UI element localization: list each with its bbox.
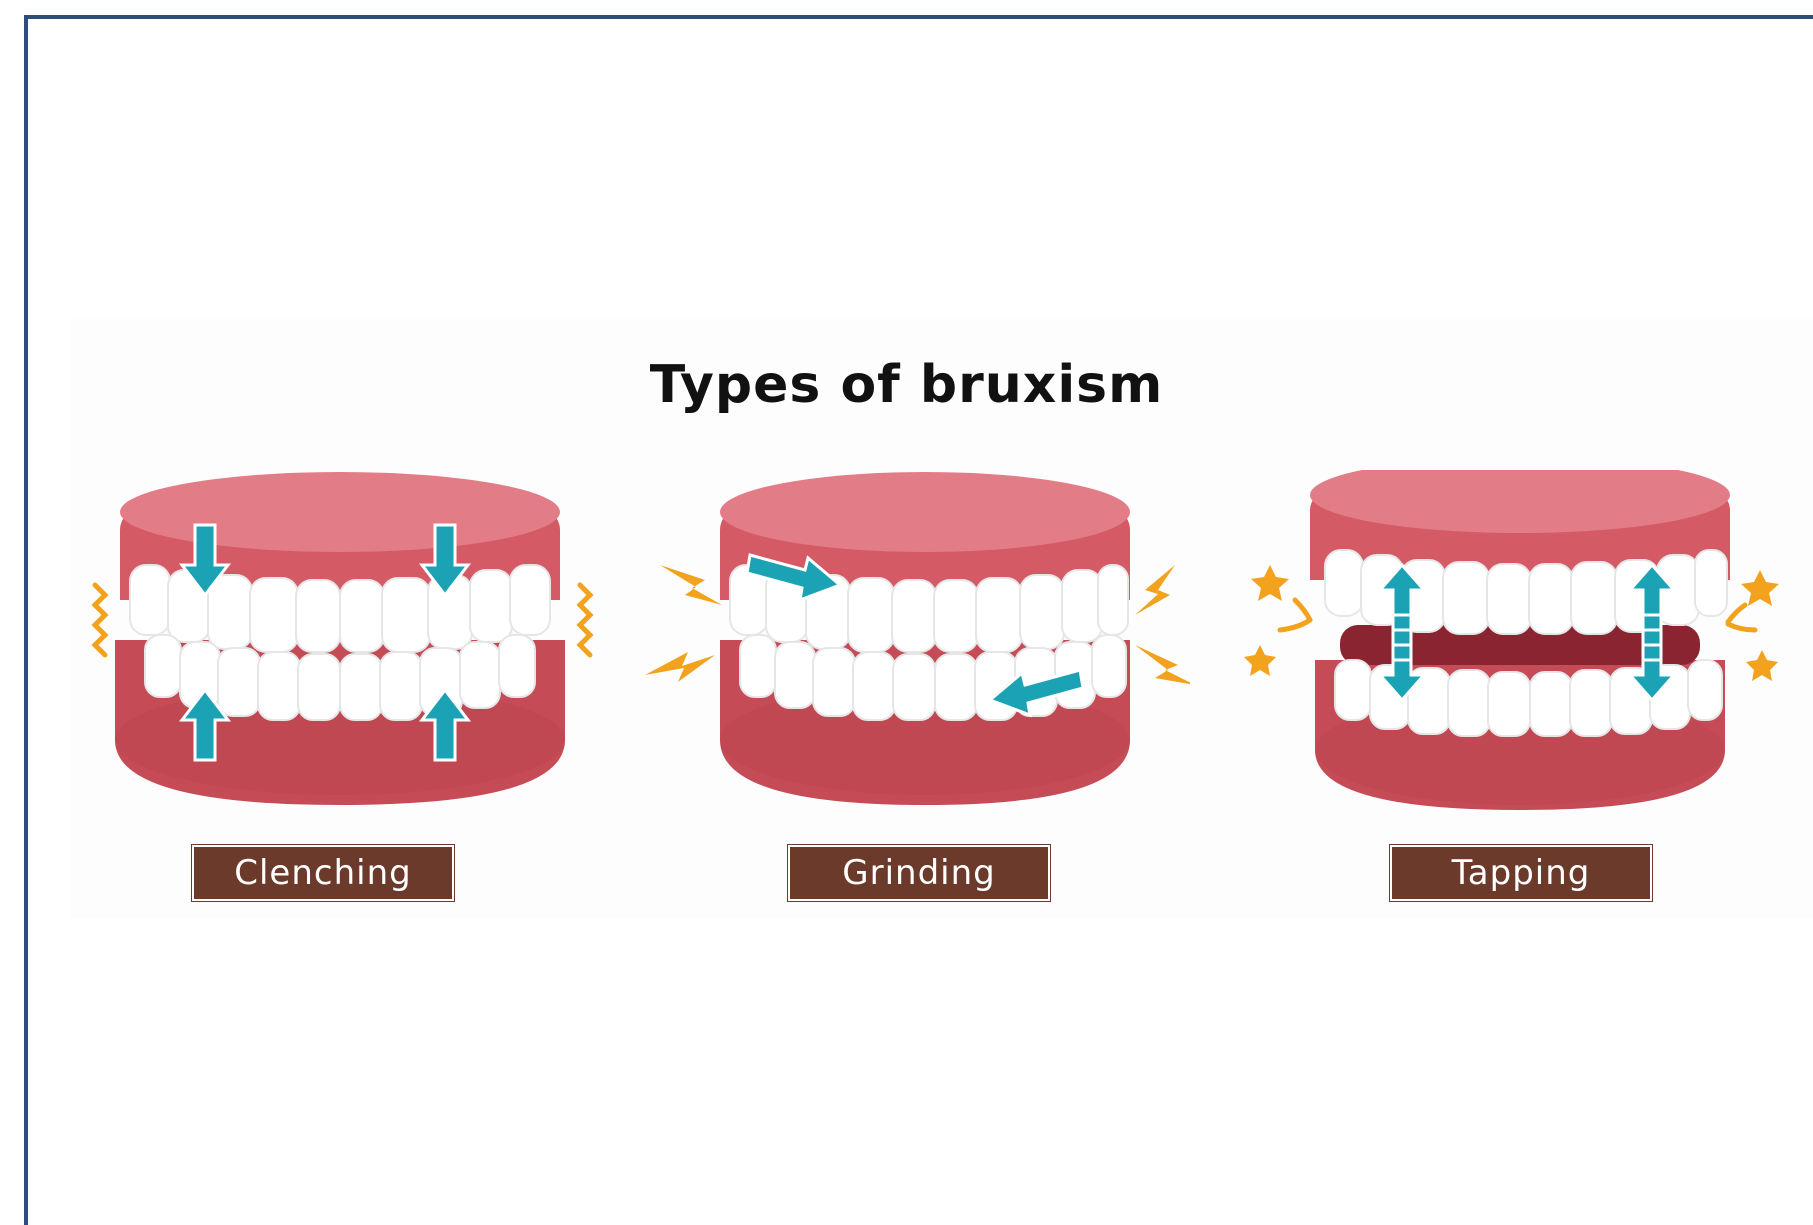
type-label-grinding: Grinding [788,845,1050,901]
tapping-teeth-icon [1230,470,1790,830]
type-label-tapping: Tapping [1390,845,1652,901]
type-label-clenching: Clenching [192,845,454,901]
grinding-teeth-icon [630,470,1190,830]
diagram-title: Types of bruxism [0,355,1813,415]
clenching-teeth-icon [60,470,620,830]
